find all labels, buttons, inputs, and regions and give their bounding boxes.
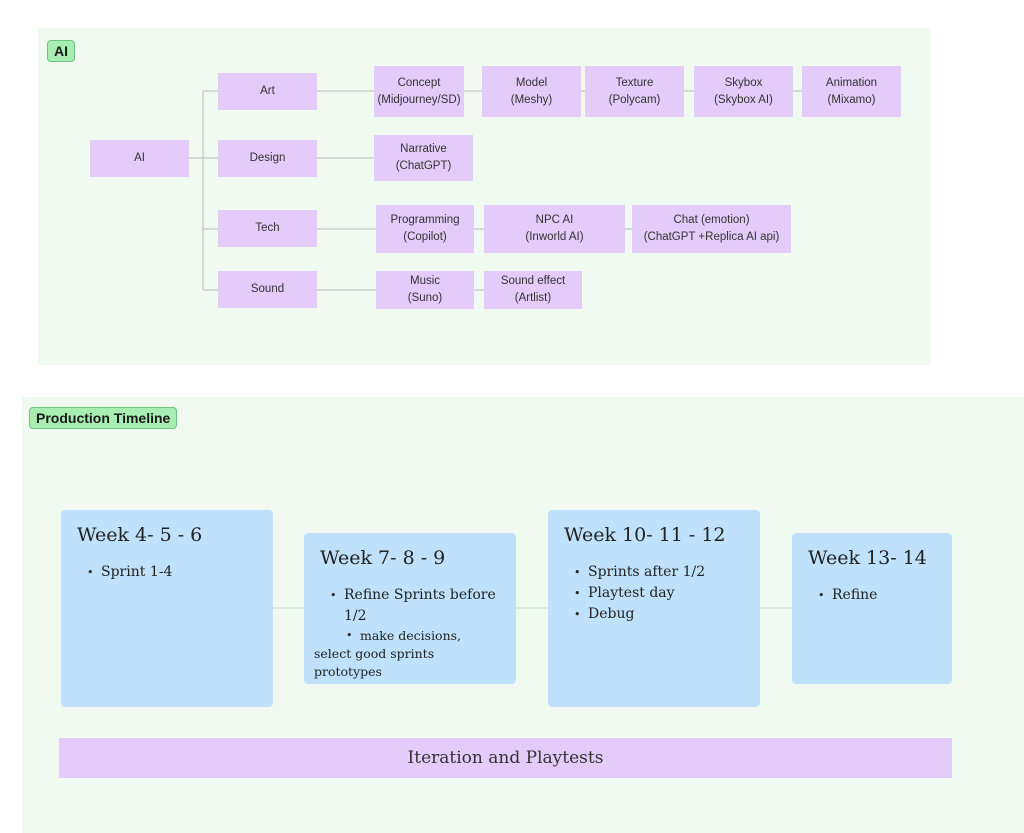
category-label: Sound — [250, 283, 285, 295]
tool-source: (Midjourney/SD) — [377, 93, 461, 106]
tool-name: Concept — [397, 76, 441, 89]
tool-name: Model — [515, 76, 548, 89]
tool-name: Texture — [615, 76, 654, 89]
week-title: Week 10- 11 - 12 — [564, 524, 726, 546]
category-design: Design — [218, 140, 317, 177]
tool-name: Programming — [390, 214, 460, 226]
tool-name: NPC AI — [535, 214, 574, 226]
tool-name: Animation — [825, 76, 878, 89]
tool-model: Model (Meshy) — [482, 66, 581, 117]
tool-sound-effect: Sound effect (Artlist) — [484, 271, 582, 309]
week-task: Playtest day — [574, 583, 744, 604]
tool-concept: Concept (Midjourney/SD) — [374, 66, 464, 117]
week-card-4-6: Week 4- 5 - 6 Sprint 1-4 — [61, 510, 273, 707]
week-task: Sprint 1-4 — [87, 562, 257, 583]
tool-chat-emotion: Chat (emotion) (ChatGPT +Replica AI api) — [632, 205, 791, 253]
tool-animation: Animation (Mixamo) — [802, 66, 901, 117]
tool-name: Sound effect — [500, 275, 566, 287]
tool-skybox: Skybox (Skybox AI) — [694, 66, 793, 117]
week-task: Sprints after 1/2 — [574, 562, 744, 583]
week-card-10-12: Week 10- 11 - 12 Sprints after 1/2 Playt… — [548, 510, 760, 707]
tool-texture: Texture (Polycam) — [585, 66, 684, 117]
tool-name: Music — [409, 275, 441, 287]
category-sound: Sound — [218, 271, 317, 308]
week-task: Refine — [818, 585, 936, 606]
week-task: Refine Sprints before 1/2 — [330, 585, 500, 627]
category-label: Art — [260, 85, 275, 97]
week-card-7-9: Week 7- 8 - 9 Refine Sprints before 1/2 … — [304, 533, 516, 684]
tool-source: (Inworld AI) — [525, 231, 584, 243]
category-tech: Tech — [218, 210, 317, 247]
tool-npc-ai: NPC AI (Inworld AI) — [484, 205, 625, 253]
category-label: Tech — [255, 222, 280, 234]
week-task-list: Refine Sprints before 1/2 make decisions… — [320, 585, 500, 645]
tool-name: Narrative — [400, 143, 447, 155]
timeline-section-tag: Production Timeline — [29, 407, 178, 429]
week-task-list: Refine — [808, 585, 936, 606]
week-task: Debug — [574, 604, 744, 625]
ai-root-node: AI — [90, 140, 189, 177]
week-title: Week 7- 8 - 9 — [320, 547, 446, 569]
iteration-playtests-label: Iteration and Playtests — [407, 748, 604, 768]
tool-name: Skybox — [724, 76, 763, 89]
ai-section-tag: AI — [47, 40, 75, 62]
tool-source: (Polycam) — [608, 93, 661, 106]
tool-source: (ChatGPT) — [395, 160, 452, 172]
tool-music: Music (Suno) — [376, 271, 474, 309]
tool-programming: Programming (Copilot) — [376, 205, 474, 253]
tool-source: (Meshy) — [510, 93, 553, 106]
ai-root-label: AI — [134, 152, 145, 164]
tool-narrative: Narrative (ChatGPT) — [374, 135, 473, 181]
week-card-13-14: Week 13- 14 Refine — [792, 533, 952, 684]
tool-name: Chat (emotion) — [673, 214, 750, 226]
tool-source: (Mixamo) — [827, 93, 876, 106]
tool-source: (Skybox AI) — [714, 93, 773, 106]
week-task-list: Sprint 1-4 — [77, 562, 257, 583]
week-subtask: make decisions, — [344, 627, 500, 645]
category-label: Design — [249, 152, 286, 164]
tool-source: (Artlist) — [514, 292, 552, 304]
week-title: Week 13- 14 — [808, 547, 927, 569]
tool-source: (Suno) — [407, 292, 443, 304]
category-art: Art — [218, 73, 317, 110]
week-subtask-continuation: select good sprints prototypes — [314, 646, 435, 679]
iteration-playtests-bar: Iteration and Playtests — [59, 738, 952, 778]
tool-source: (Copilot) — [403, 231, 447, 243]
tool-source: (ChatGPT +Replica AI api) — [643, 231, 780, 243]
week-task-list: Sprints after 1/2 Playtest day Debug — [564, 562, 744, 625]
week-title: Week 4- 5 - 6 — [77, 524, 203, 546]
